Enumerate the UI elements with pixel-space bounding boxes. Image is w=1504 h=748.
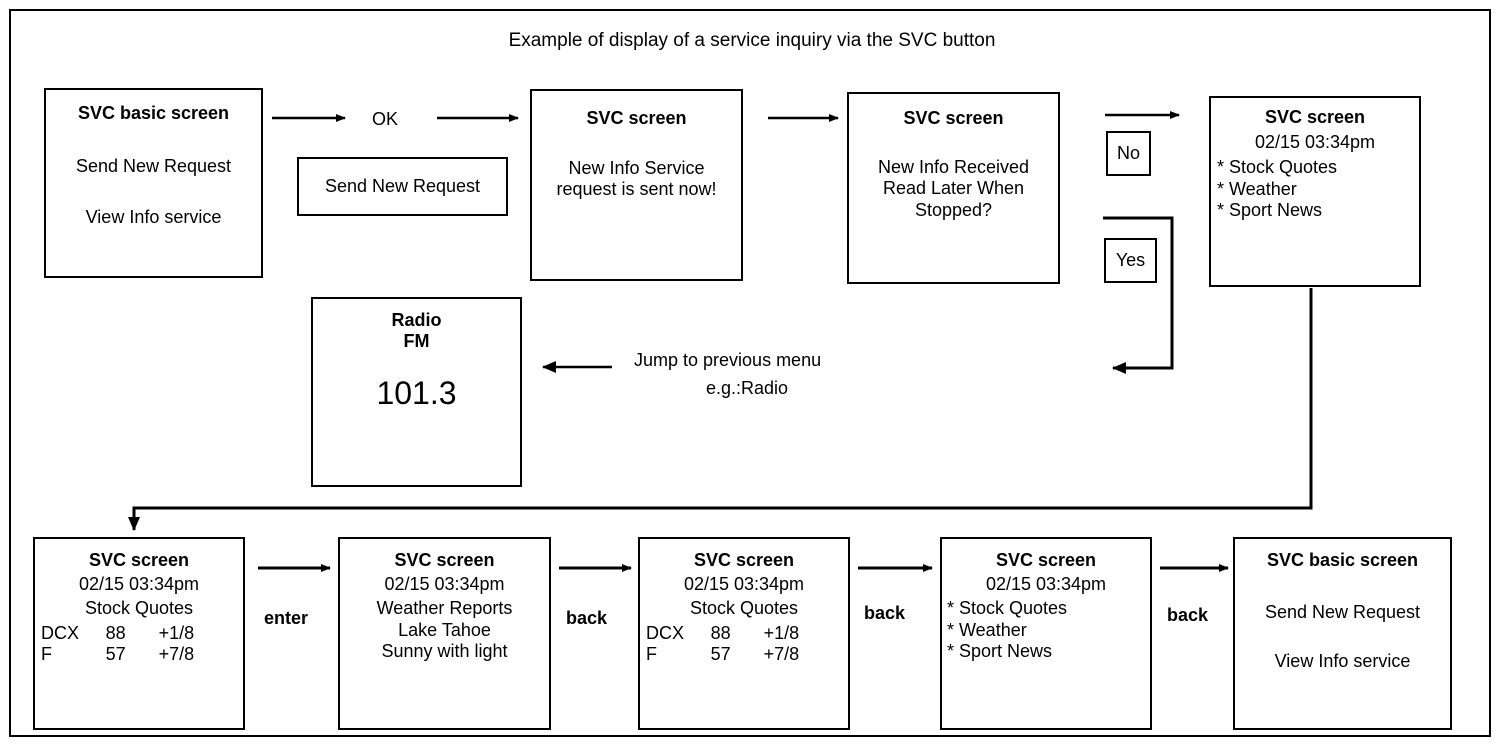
decision-label-yes[interactable]: Yes	[1104, 238, 1157, 283]
timestamp: 02/15 03:34pm	[78, 573, 200, 594]
box-send-new-request-selected[interactable]: Send New Request	[297, 157, 508, 216]
label-back-1: back	[566, 608, 608, 628]
message-line-3: Stopped?	[914, 199, 993, 220]
label-back-3: back	[1167, 605, 1209, 625]
section-heading: Weather Reports	[376, 598, 513, 619]
box-title: SVC screen	[693, 550, 795, 570]
weather-location: Lake Tahoe	[398, 619, 491, 640]
box-title: SVC screen	[1264, 107, 1366, 127]
box-svc-screen-stock-2[interactable]: SVC screen 02/15 03:34pm Stock Quotes DC…	[638, 537, 850, 730]
stock-price: 57	[105, 644, 126, 665]
menu-item-send-new-request[interactable]: Send New Request	[75, 155, 232, 176]
timestamp: 02/15 03:34pm	[384, 573, 505, 594]
menu-item-sport-news[interactable]: * Sport News	[1217, 200, 1323, 221]
box-title: SVC screen	[903, 108, 1004, 128]
box-title: SVC screen	[995, 550, 1097, 570]
menu-item-stock-quotes[interactable]: * Stock Quotes	[947, 598, 1068, 619]
menu-item-view-info-service[interactable]: View Info service	[1274, 651, 1411, 672]
label-ok: OK	[372, 109, 399, 129]
diagram-outer-border	[9, 9, 1491, 737]
stock-change: +7/8	[763, 644, 800, 665]
weather-conditions: Sunny with light	[381, 641, 508, 662]
table-row: F 57 +7/8	[35, 644, 243, 666]
box-svc-screen-request-sent[interactable]: SVC screen New Info Service request is s…	[530, 89, 743, 281]
decision-label-text: Yes	[1115, 250, 1146, 270]
stock-symbol: F	[41, 644, 52, 665]
table-row: DCX 88 +1/8	[35, 623, 243, 645]
stock-symbol: F	[646, 644, 657, 665]
box-svc-screen-stock-1[interactable]: SVC screen 02/15 03:34pm Stock Quotes DC…	[33, 537, 245, 730]
box-title: SVC basic screen	[77, 103, 230, 123]
box-svc-screen-info-received[interactable]: SVC screen New Info Received Read Later …	[847, 92, 1060, 284]
message-line-2: request is sent now!	[556, 179, 717, 200]
message-line-1: New Info Service	[568, 157, 705, 178]
decision-label-no[interactable]: No	[1106, 131, 1151, 176]
box-svc-basic-screen-2[interactable]: SVC basic screen Send New Request View I…	[1233, 537, 1452, 730]
menu-item-weather[interactable]: * Weather	[947, 619, 1027, 640]
stock-price: 88	[710, 622, 731, 643]
annotation-jump-line-1: Jump to previous menu	[634, 350, 822, 370]
box-svc-basic-screen-1[interactable]: SVC basic screen Send New Request View I…	[44, 88, 263, 278]
decision-label-text: No	[1116, 143, 1140, 163]
stock-change: +1/8	[763, 622, 800, 643]
menu-item-stock-quotes[interactable]: * Stock Quotes	[1217, 157, 1338, 178]
box-svc-screen-menu-bottom[interactable]: SVC screen 02/15 03:34pm * Stock Quotes …	[940, 537, 1152, 730]
menu-item-sport-news[interactable]: * Sport News	[947, 641, 1053, 662]
stock-symbol: DCX	[41, 622, 80, 643]
box-title: SVC screen	[586, 108, 687, 128]
table-row: DCX 88 +1/8	[640, 623, 848, 645]
stock-symbol: DCX	[646, 622, 685, 643]
box-title: SVC screen	[394, 550, 495, 570]
timestamp: 02/15 03:34pm	[1254, 131, 1376, 152]
diagram-title: Example of display of a service inquiry …	[508, 30, 996, 51]
stock-change: +1/8	[158, 622, 195, 643]
menu-item-send-new-request[interactable]: Send New Request	[1264, 601, 1421, 622]
menu-item-weather[interactable]: * Weather	[1217, 178, 1297, 199]
stock-price: 88	[105, 622, 126, 643]
timestamp: 02/15 03:34pm	[985, 573, 1107, 594]
stock-change: +7/8	[158, 644, 195, 665]
timestamp: 02/15 03:34pm	[683, 573, 805, 594]
box-title: SVC basic screen	[1266, 550, 1419, 570]
stock-price: 57	[710, 644, 731, 665]
message-line-1: New Info Received	[877, 156, 1030, 177]
box-svc-screen-weather[interactable]: SVC screen 02/15 03:34pm Weather Reports…	[338, 537, 551, 730]
section-heading: Stock Quotes	[689, 598, 799, 619]
box-svc-screen-menu-top[interactable]: SVC screen 02/15 03:34pm * Stock Quotes …	[1209, 96, 1421, 287]
box-radio[interactable]: Radio FM 101.3	[311, 297, 522, 487]
message-line-2: Read Later When	[882, 178, 1025, 199]
box-title: SVC screen	[88, 550, 190, 570]
menu-item-view-info-service[interactable]: View Info service	[85, 207, 222, 228]
radio-band: FM	[403, 330, 430, 351]
annotation-jump-line-2: e.g.:Radio	[706, 378, 789, 398]
radio-frequency: 101.3	[376, 375, 457, 412]
box-label: Send New Request	[324, 176, 481, 196]
label-back-2: back	[864, 603, 906, 623]
label-enter: enter	[264, 608, 309, 628]
table-row: F 57 +7/8	[640, 644, 848, 666]
section-heading: Stock Quotes	[84, 598, 194, 619]
radio-title: Radio	[391, 310, 442, 330]
